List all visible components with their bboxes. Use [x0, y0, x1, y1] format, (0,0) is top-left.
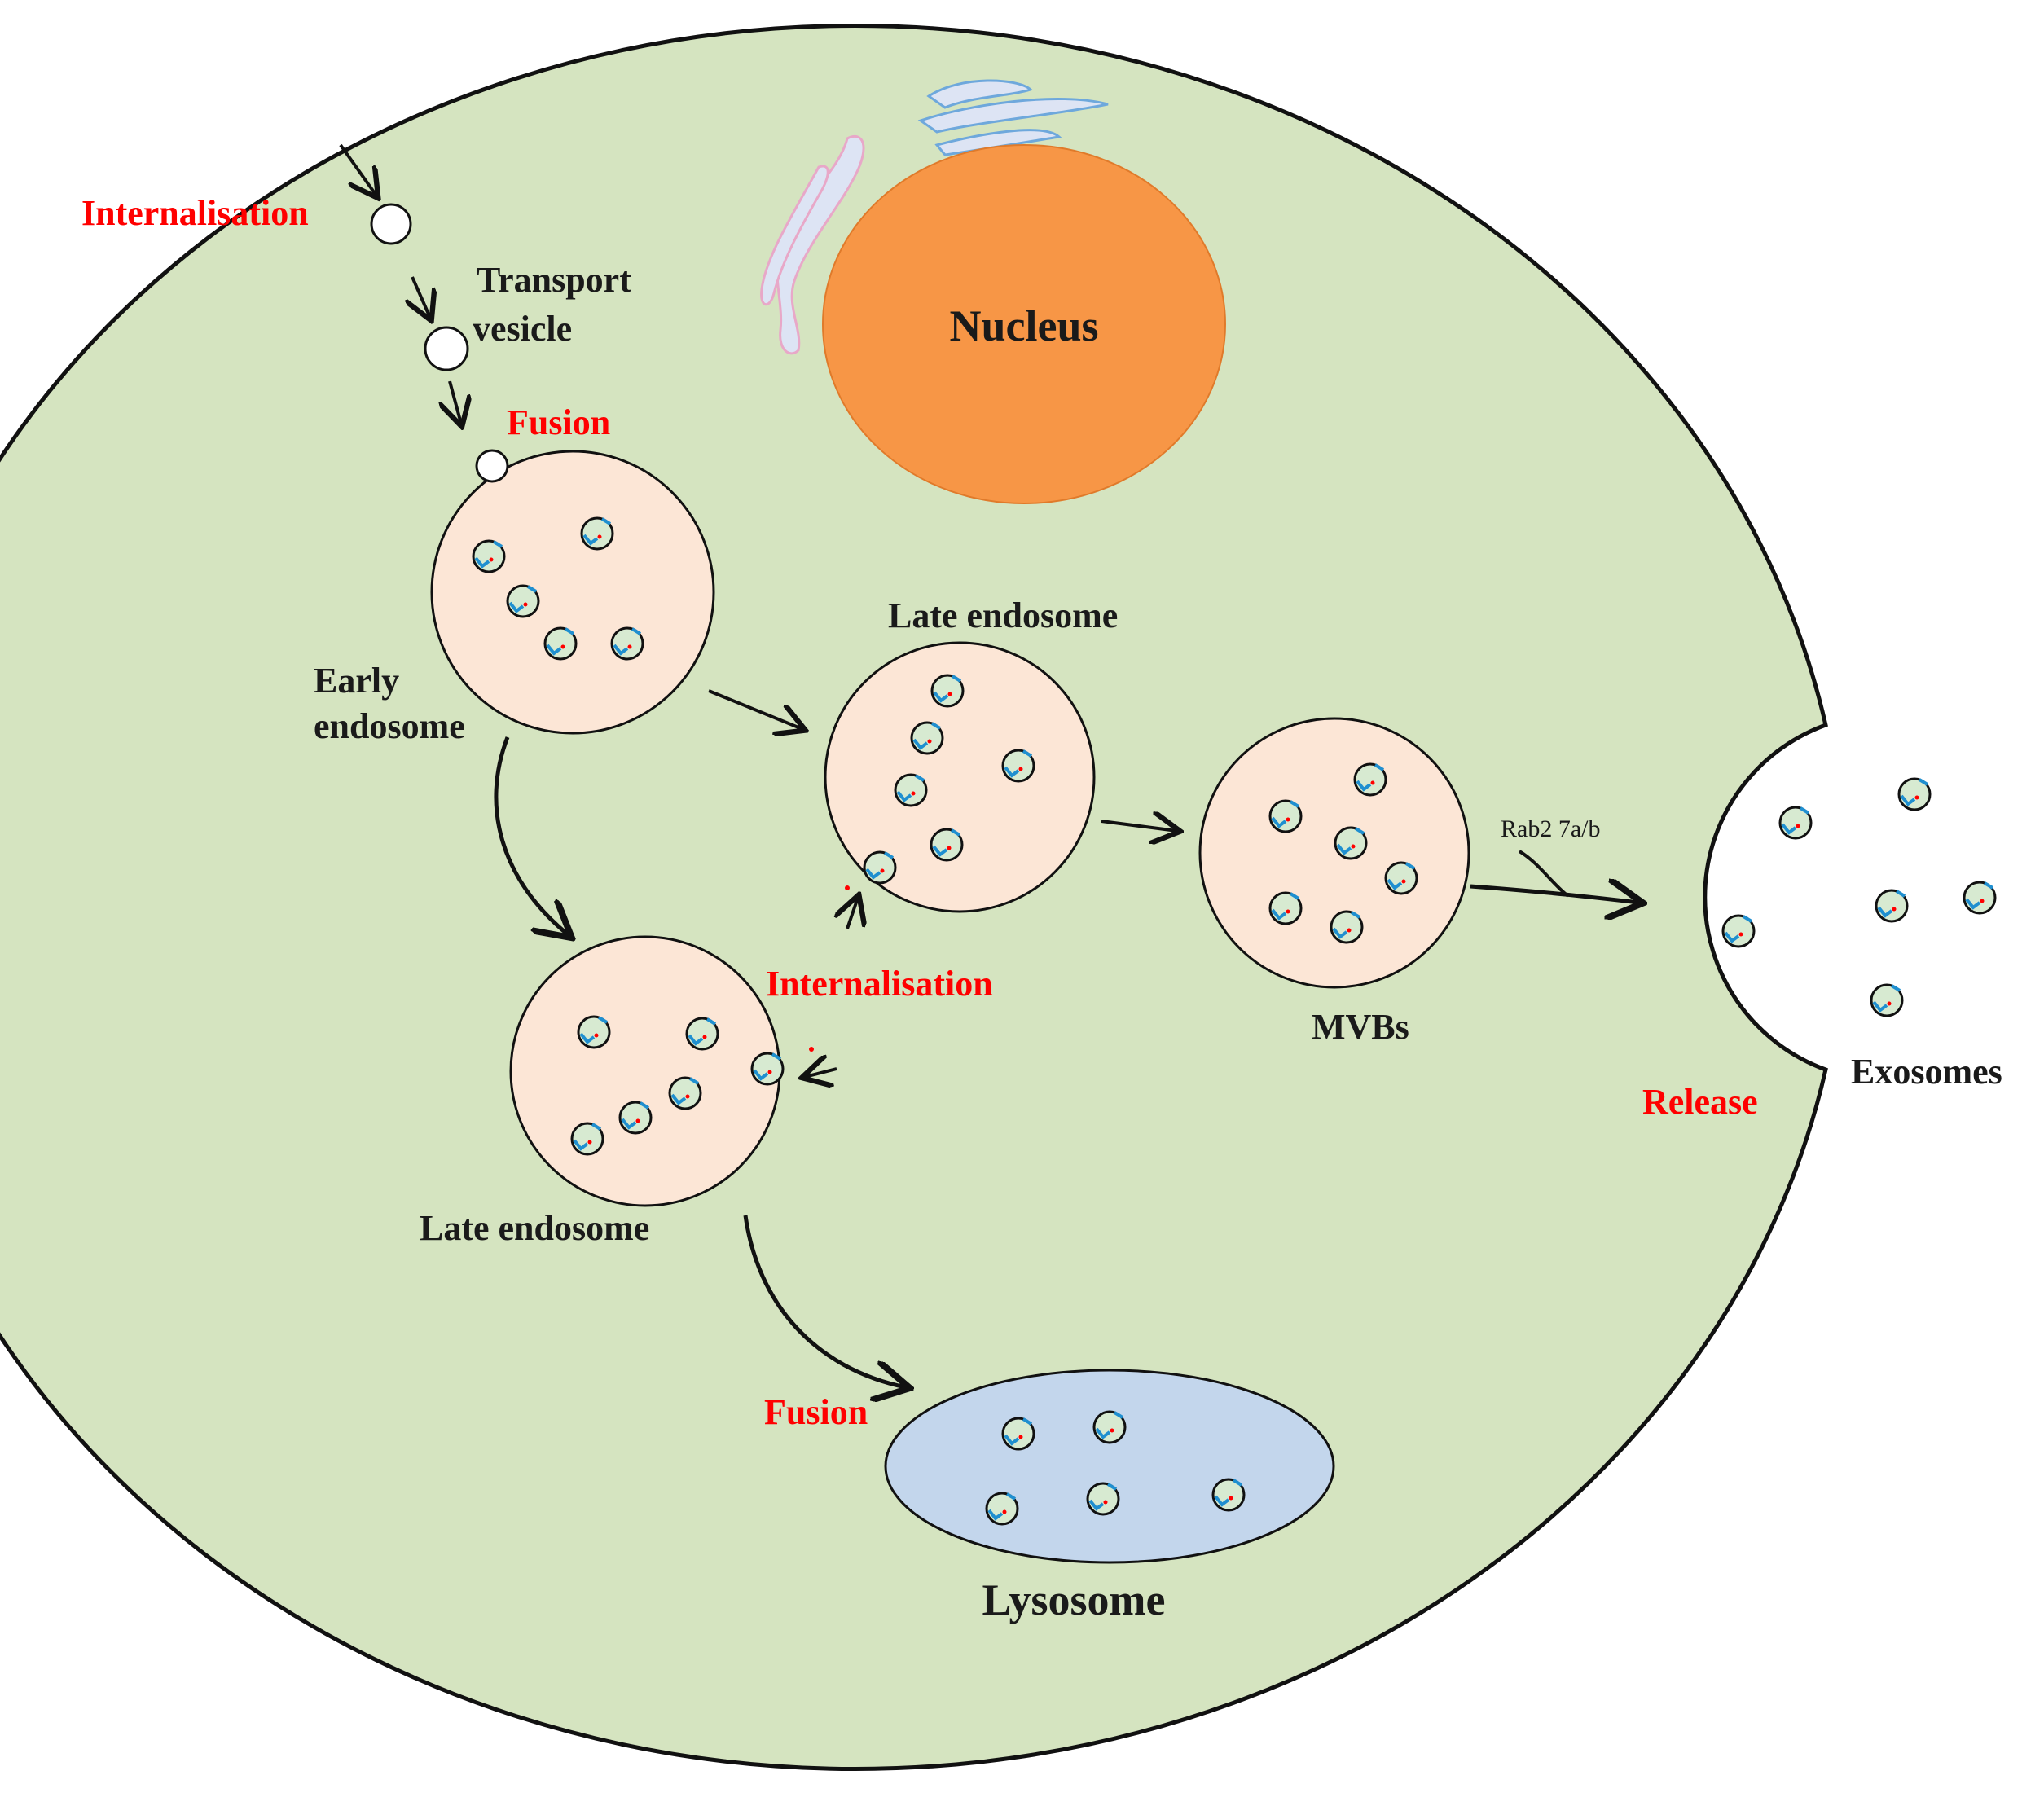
cargo-particle	[1870, 983, 1904, 1017]
cargo-particle	[685, 1017, 719, 1051]
internalisation-label-mid: Internalisation	[766, 964, 993, 1004]
cargo-particle	[610, 626, 644, 661]
red-cargo-dot	[845, 885, 850, 890]
transport-vesicle	[424, 326, 469, 371]
arrow-early-to-late-upper	[708, 689, 802, 729]
fusing-vesicle	[475, 449, 509, 483]
fusion-label-top: Fusion	[507, 402, 610, 442]
cargo-particle	[1897, 777, 1932, 811]
cargo-particle	[618, 1101, 653, 1135]
cargo-particle	[930, 828, 964, 862]
cargo-particle	[1353, 762, 1387, 797]
cargo-particle	[1334, 826, 1368, 860]
internalisation-arrow-mid-1	[847, 898, 858, 929]
transport-vesicle-label-1: Transport	[477, 260, 631, 300]
cargo-particle	[1268, 799, 1303, 833]
cargo-particle	[506, 584, 540, 618]
mvbs	[1198, 717, 1470, 989]
cargo-particle	[577, 1015, 611, 1049]
cargo-particle	[863, 850, 897, 885]
lysosome-label: Lysosome	[982, 1575, 1165, 1624]
rab27-label: Rab2 7a/b	[1501, 815, 1600, 842]
cargo-particle	[1963, 881, 1997, 915]
cargo-particle	[1001, 749, 1035, 783]
late-endosome-lower-label: Late endosome	[420, 1208, 649, 1248]
cargo-particle	[985, 1492, 1019, 1526]
cargo-particle	[1268, 891, 1303, 925]
cargo-particle	[1721, 914, 1756, 948]
cargo-particle	[1211, 1478, 1246, 1512]
transport-arrow-2	[450, 380, 461, 424]
arrow-rab-curve	[1518, 850, 1570, 898]
arrow-late-upper-to-mvbs	[1101, 821, 1177, 831]
mvbs-label: MVBs	[1312, 1007, 1409, 1047]
golgi-apparatus	[760, 79, 1109, 355]
arrow-early-to-late-lower	[494, 736, 569, 935]
transport-arrow-1	[412, 276, 430, 318]
cargo-particle	[1001, 1417, 1035, 1451]
cargo-particle	[1330, 910, 1364, 944]
nucleus	[822, 144, 1226, 504]
cargo-particle	[894, 773, 928, 807]
cargo-particle	[1092, 1410, 1127, 1444]
cargo-particle	[570, 1122, 604, 1156]
cargo-particle	[1778, 806, 1813, 840]
lysosome	[884, 1369, 1335, 1564]
exosomes-label: Exosomes	[1851, 1052, 2002, 1092]
cargo-particle	[910, 721, 944, 755]
late-endosome-upper-label: Late endosome	[888, 595, 1118, 635]
fusion-label-bottom: Fusion	[764, 1392, 868, 1432]
cargo-particle	[668, 1076, 702, 1110]
early-endosome	[430, 450, 715, 735]
cargo-particle	[472, 539, 506, 573]
internalising-vesicle	[370, 203, 412, 245]
early-endosome-label-2: endosome	[314, 706, 465, 746]
arrow-late-lower-to-lysosome	[743, 1215, 906, 1387]
internalisation-arrow-mid-2	[805, 1069, 837, 1077]
cargo-particle	[1086, 1482, 1120, 1516]
internalisation-label-top: Internalisation	[81, 193, 309, 233]
late-endosome-lower	[509, 935, 781, 1207]
late-endosome-upper	[824, 641, 1096, 913]
cargo-particle	[930, 674, 965, 708]
cargo-particle	[543, 626, 578, 661]
cargo-particle	[1875, 889, 1909, 923]
cargo-particle	[1384, 861, 1418, 895]
early-endosome-label-1: Early	[314, 661, 399, 701]
cargo-particle	[750, 1052, 785, 1086]
cargo-vesicles	[472, 516, 1997, 1526]
red-cargo-dot	[809, 1047, 814, 1052]
cargo-particle	[580, 516, 614, 551]
transport-vesicle-label-2: vesicle	[473, 309, 572, 349]
internalisation-arrow-top	[339, 143, 376, 196]
nucleus-label: Nucleus	[949, 301, 1098, 350]
release-label: Release	[1642, 1082, 1758, 1122]
